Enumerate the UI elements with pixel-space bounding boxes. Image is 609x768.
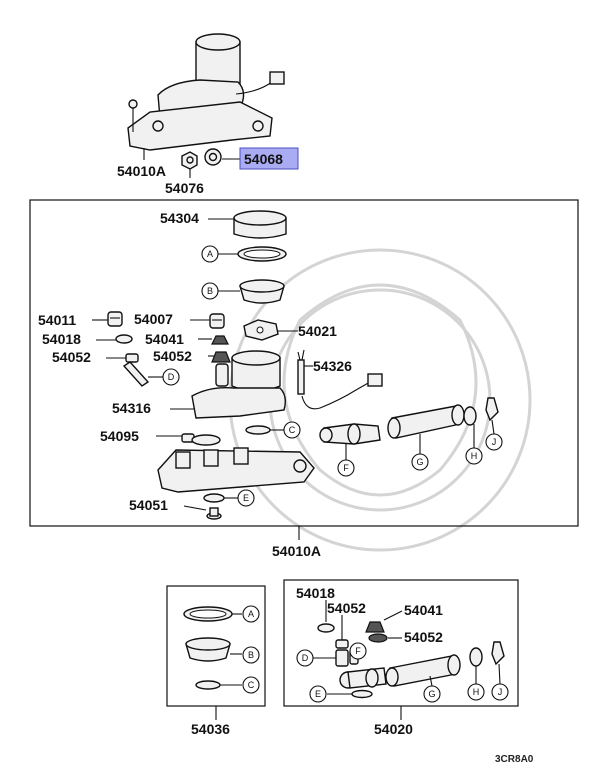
svg-text:E: E: [243, 493, 249, 503]
callout-j-icon: J: [485, 433, 503, 451]
label-master-cylinder: 54010A: [117, 163, 166, 179]
seal-54068-icon[interactable]: [204, 148, 222, 166]
main-kit-label: 54010A: [272, 543, 321, 559]
kit20-label-54052b: 54052: [404, 629, 443, 645]
valve-54041-icon[interactable]: [211, 335, 229, 345]
kit20-grommet-54052a-icon[interactable]: [335, 639, 349, 667]
kit20-label-54018: 54018: [296, 585, 335, 601]
svg-text:F: F: [343, 463, 349, 473]
label-54095: 54095: [100, 428, 139, 444]
kit-54036-label: 54036: [191, 721, 230, 737]
kit20-callout-d-icon: D: [296, 649, 314, 667]
svg-text:A: A: [207, 249, 213, 259]
kit20-valve-54041-icon[interactable]: [365, 621, 385, 633]
label-selected-part[interactable]: 54068: [244, 151, 283, 167]
grommet-54052-left-icon[interactable]: [122, 353, 150, 387]
kit20-label-54041: 54041: [404, 602, 443, 618]
label-54052-mid: 54052: [153, 348, 192, 364]
callout-f-icon: F: [337, 459, 355, 477]
kit20-grommet-54052b-icon[interactable]: [368, 633, 388, 643]
label-54011: 54011: [38, 312, 76, 328]
label-54051: 54051: [129, 497, 168, 513]
callout-h-icon: H: [465, 447, 483, 465]
label-54021: 54021: [298, 323, 337, 339]
seal-e-icon[interactable]: [203, 493, 225, 503]
master-cylinder-assembly[interactable]: [127, 33, 285, 151]
svg-text:A: A: [248, 609, 254, 619]
label-cap: 54304: [160, 210, 199, 226]
kit20-callout-h-icon: H: [467, 683, 485, 701]
kit20-ring-h-icon[interactable]: [469, 647, 483, 667]
kit36-callout-a-icon: A: [242, 605, 260, 623]
svg-text:H: H: [473, 687, 480, 697]
callout-a-icon: A: [201, 245, 219, 263]
reservoir-54316-icon[interactable]: [191, 350, 287, 419]
label-54007: 54007: [134, 311, 173, 327]
sensor-54326-icon[interactable]: [297, 349, 383, 410]
kit36-callout-b-icon: B: [242, 646, 260, 664]
callout-e-icon: E: [237, 489, 255, 507]
kit20-seal-54018-icon[interactable]: [317, 623, 335, 633]
callout-c-icon: C: [283, 421, 301, 439]
cap-54011-icon[interactable]: [107, 311, 123, 327]
kit36-seal-c-icon[interactable]: [195, 680, 221, 690]
svg-text:G: G: [416, 457, 423, 467]
kit36-callout-c-icon: C: [242, 676, 260, 694]
label-nut: 54076: [165, 180, 204, 196]
piston-g-icon[interactable]: [387, 404, 465, 439]
grommet-54052-mid-icon[interactable]: [211, 351, 231, 387]
label-54018: 54018: [42, 331, 81, 347]
svg-text:C: C: [248, 680, 255, 690]
svg-text:C: C: [289, 425, 296, 435]
svg-text:B: B: [248, 650, 254, 660]
svg-text:J: J: [492, 437, 497, 447]
label-54052-left: 54052: [52, 349, 91, 365]
svg-text:H: H: [471, 451, 478, 461]
piston-f-icon[interactable]: [319, 423, 381, 445]
svg-text:J: J: [498, 687, 503, 697]
kit36-boot-b-icon[interactable]: [185, 637, 231, 662]
label-54041: 54041: [145, 331, 184, 347]
cap-54007-icon[interactable]: [209, 313, 225, 329]
svg-text:F: F: [355, 646, 361, 656]
kit20-callout-f-icon: F: [349, 642, 367, 660]
clip-j-icon[interactable]: [485, 397, 499, 422]
kit20-label-54052a: 54052: [327, 600, 366, 616]
svg-text:G: G: [428, 689, 435, 699]
svg-text:E: E: [315, 689, 321, 699]
clip-54021-icon[interactable]: [243, 319, 279, 341]
svg-text:D: D: [168, 372, 175, 382]
selected-part-highlight[interactable]: [239, 147, 299, 170]
boot-b-icon[interactable]: [239, 279, 285, 304]
kit20-piston-g-icon[interactable]: [385, 654, 461, 687]
nut-54076-icon[interactable]: [181, 151, 198, 170]
callout-g-icon: G: [411, 453, 429, 471]
main-kit-box: [29, 199, 579, 527]
diagram-code: 3CR8A0: [495, 754, 534, 765]
seal-54018-icon[interactable]: [115, 334, 133, 344]
kit20-callout-e-icon: E: [309, 685, 327, 703]
kit20-clip-j-icon[interactable]: [491, 641, 505, 666]
seal-c-icon[interactable]: [245, 425, 271, 435]
cap-54304-icon[interactable]: [233, 210, 287, 239]
cylinder-body-icon[interactable]: [157, 447, 315, 493]
label-reservoir: 54316: [112, 400, 151, 416]
callout-d-icon: D: [162, 368, 180, 386]
svg-text:B: B: [207, 286, 213, 296]
bleeder-54051-icon[interactable]: [206, 507, 222, 520]
kit20-callout-g-icon: G: [423, 685, 441, 703]
fitting-54095-icon[interactable]: [181, 433, 221, 446]
kit20-seal-e-icon[interactable]: [351, 689, 373, 699]
kit-54020-label: 54020: [374, 721, 413, 737]
callout-b-icon: B: [201, 282, 219, 300]
label-54326: 54326: [313, 358, 352, 374]
svg-text:D: D: [302, 653, 309, 663]
ring-h-icon[interactable]: [463, 406, 477, 426]
kit20-callout-j-icon: J: [491, 683, 509, 701]
